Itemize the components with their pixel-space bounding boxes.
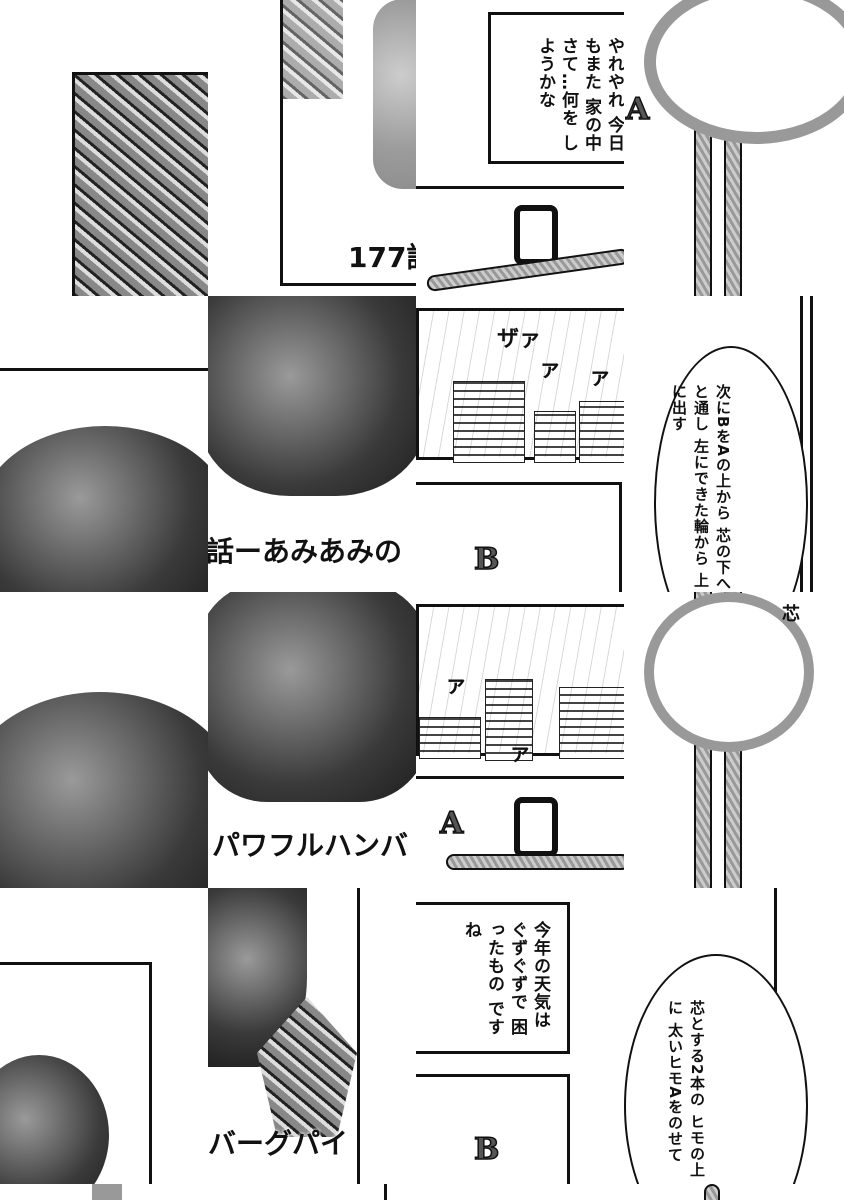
rope-label-a: A bbox=[439, 805, 464, 842]
panel-border bbox=[416, 186, 624, 189]
pie-illustration bbox=[208, 296, 416, 496]
panel-frame bbox=[416, 482, 622, 592]
building bbox=[559, 687, 624, 759]
building bbox=[534, 411, 576, 463]
tile-pie-title: 話ーあみあみの bbox=[208, 296, 416, 592]
building bbox=[419, 717, 481, 759]
panel-frame: ァ ァ bbox=[416, 604, 624, 766]
pie-illustration bbox=[0, 692, 208, 888]
instruction-text: 次にBをAの上から 芯の下へと通し 左にできた輪から 上に出す bbox=[670, 384, 732, 592]
buckle-illustration bbox=[514, 205, 558, 265]
speech-bubble bbox=[624, 954, 808, 1184]
sfx-rain: ァ bbox=[509, 741, 532, 766]
buckle-illustration bbox=[514, 797, 558, 857]
tile-title-177: 177話 bbox=[208, 0, 416, 296]
panel-border bbox=[0, 368, 208, 592]
panel-border bbox=[384, 1184, 387, 1200]
rope-label-b: B bbox=[473, 541, 500, 578]
sfx-rain: ァ bbox=[589, 365, 612, 390]
tile-pie-3 bbox=[0, 888, 208, 1184]
building bbox=[579, 401, 624, 463]
pie-edge bbox=[92, 1184, 122, 1200]
episode-title-cont: 話ーあみあみの bbox=[208, 535, 403, 568]
panel-frame: ザァ ァ ァ bbox=[416, 308, 624, 463]
tile-pie-1 bbox=[0, 296, 208, 592]
tile-rope-a: A bbox=[624, 0, 844, 296]
bottom-strip bbox=[0, 1184, 844, 1200]
narration-box: やれやれ 今日もまた 家の中 さて…何を しようかな bbox=[488, 12, 624, 164]
tile-pie-2 bbox=[0, 592, 208, 888]
tile-instruction-1: 次にBをAの上から 芯の下へと通し 左にできた輪から 上に出す bbox=[624, 296, 844, 592]
narration-text: やれやれ 今日もまた 家の中 さて…何を しようかな bbox=[535, 37, 624, 152]
tile-narration-2: 今年の天気は ぐずぐずで 困ったもの ですね B bbox=[416, 888, 624, 1184]
panel-frame bbox=[416, 1074, 570, 1184]
panel-border bbox=[416, 776, 624, 779]
rope-illustration bbox=[446, 854, 624, 870]
tile-narration-1: やれやれ 今日もまた 家の中 さて…何を しようかな bbox=[416, 0, 624, 296]
panel-frame bbox=[0, 962, 152, 1184]
narration-text: 今年の天気は ぐずぐずで 困ったもの ですね bbox=[461, 921, 550, 1036]
tile-rain-city-2: ァ ァ A bbox=[416, 592, 624, 888]
sfx-rain: ァ bbox=[445, 673, 468, 698]
panel-frame bbox=[72, 72, 208, 296]
rain-effect bbox=[419, 311, 624, 457]
rope-loop bbox=[644, 0, 844, 144]
narration-box: 今年の天気は ぐずぐずで 困ったもの ですね bbox=[416, 902, 570, 1054]
sfx-rain: ザァ bbox=[497, 327, 542, 352]
sfx-rain: ァ bbox=[539, 357, 562, 382]
leaves-illustration bbox=[75, 75, 208, 296]
rope-edge bbox=[704, 1184, 720, 1200]
instruction-text: 芯とする2本の ヒモの上に 太いヒモAをのせて bbox=[666, 1000, 706, 1178]
tile-rain-city-1: ザァ ァ ァ B bbox=[416, 296, 624, 592]
grape-illustration bbox=[373, 0, 416, 189]
tile-leaves bbox=[0, 0, 208, 296]
tile-dish-title-b: バーグパイ bbox=[208, 888, 416, 1184]
rope-label-b: B bbox=[473, 1131, 500, 1168]
pie-illustration bbox=[208, 592, 416, 802]
rope-loop bbox=[644, 592, 814, 752]
rope-label-a: A bbox=[625, 91, 650, 128]
building bbox=[485, 679, 533, 761]
tile-dish-title-a: パワフルハンバ bbox=[208, 592, 416, 888]
dish-title: パワフルハンバ bbox=[212, 829, 409, 862]
core-label: 芯 bbox=[779, 604, 800, 623]
pie-illustration bbox=[0, 426, 208, 592]
speech-bubble bbox=[654, 346, 808, 592]
pie-illustration bbox=[0, 1055, 109, 1184]
tile-instruction-2: 芯とする2本の ヒモの上に 太いヒモAをのせて bbox=[624, 888, 844, 1184]
episode-title: 177話 bbox=[348, 241, 416, 274]
building bbox=[453, 381, 525, 463]
leaves-illustration bbox=[283, 0, 343, 99]
tile-rope-core: 芯 bbox=[624, 592, 844, 888]
panel-frame bbox=[280, 0, 416, 286]
rain-effect bbox=[419, 607, 624, 753]
panel-frame bbox=[208, 888, 360, 1184]
dish-title: バーグパイ bbox=[208, 1127, 349, 1160]
panel-border bbox=[810, 296, 813, 592]
